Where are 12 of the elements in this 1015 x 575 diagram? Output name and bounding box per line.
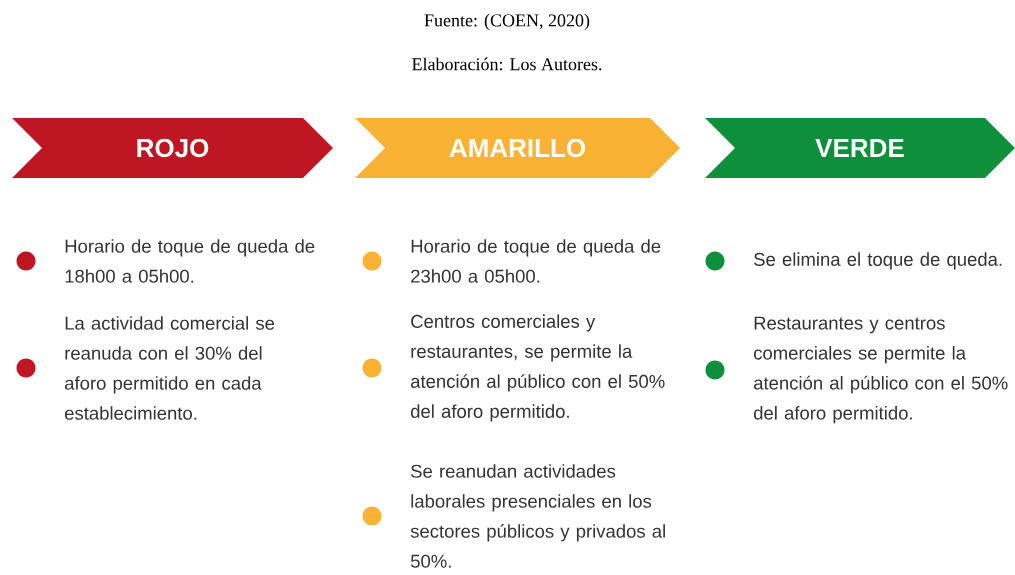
bullet-text: Horario de toque de queda de 23h00 a 05h00. (411, 239, 661, 283)
bullet-text: Restaurantes y centros comerciales se permite la atención al público con el 50% del aforo permitido. (754, 316, 1008, 424)
bullet-text: Centros comerciales y restaurantes, se permite la atención al público con el 50% del aforo permitido. (411, 314, 665, 422)
source-note: Fuente: (COEN, 2020) (424, 13, 590, 31)
chevron-banner: ROJO (12, 118, 333, 178)
source-note: Elaboración: Los Autores. (412, 57, 602, 71)
chevron-banner: AMARILLO (355, 118, 680, 178)
chevron-banner: VERDE (705, 118, 1015, 178)
bullet-text: Se elimina el toque de queda. (754, 252, 1002, 270)
bullet-text: Se reanudan actividades laborales presenciales en los sectores públicos y privados al 50%. (410, 464, 665, 568)
bullet-text: La actividad comercial se reanuda con el 30% del aforo permitido en cada establecimiento. (65, 316, 275, 420)
bullet-text: Horario de toque de queda de 18h00 a 05h00. (65, 239, 315, 283)
